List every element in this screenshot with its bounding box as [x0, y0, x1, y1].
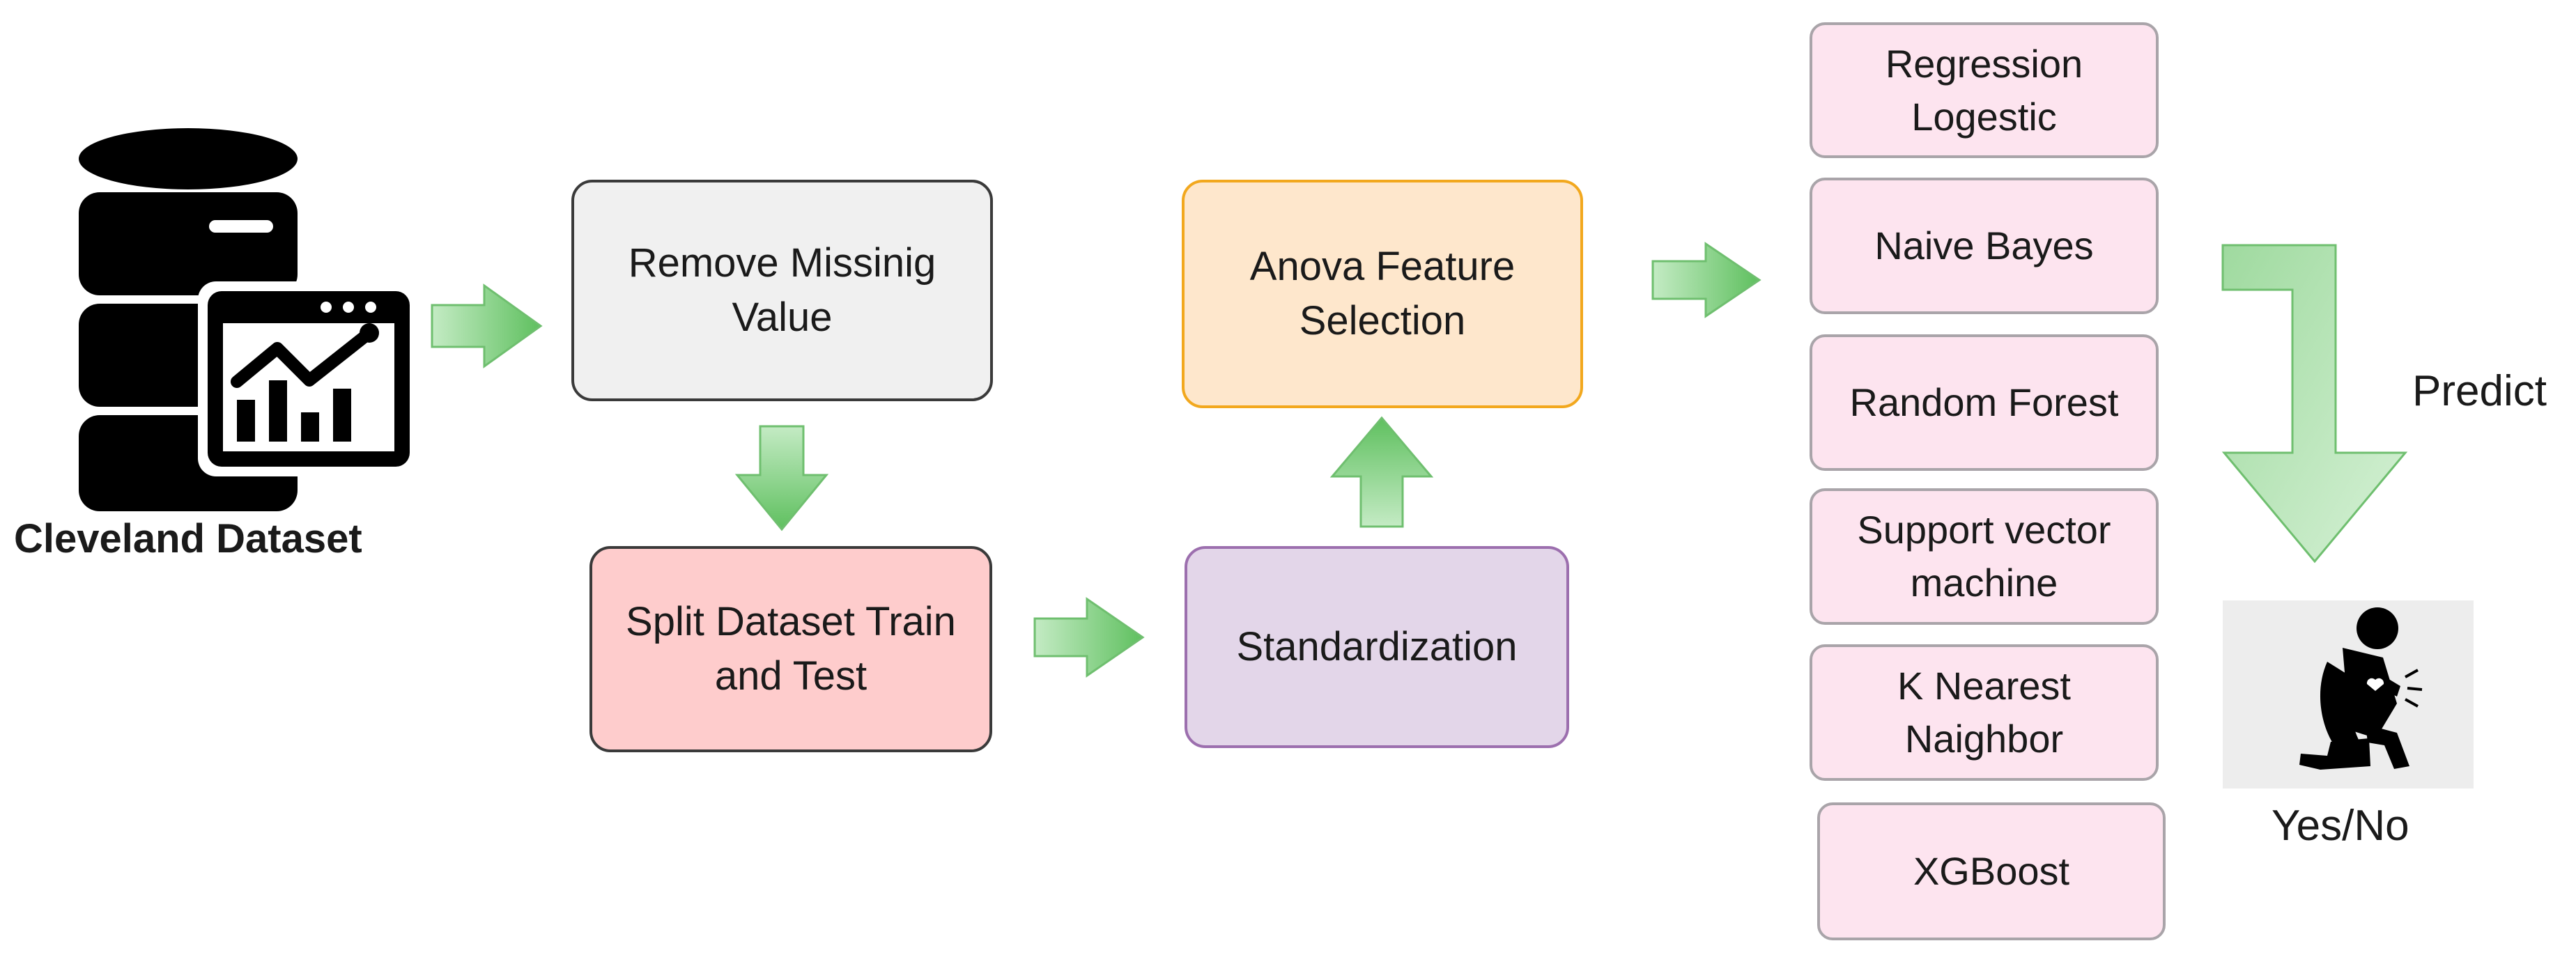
model-naive-bayes-box: Naive Bayes — [1810, 178, 2159, 314]
model-k-nearest-neighbor-box: K Nearest Naighbor — [1810, 644, 2159, 781]
predict-label: Predict — [2412, 367, 2547, 415]
arrow-split-to-standardization — [1033, 597, 1145, 678]
split-dataset-box: Split Dataset Train and Test — [589, 546, 992, 752]
arrow-dataset-to-remove-missing — [431, 283, 543, 368]
remove-missing-value-box: Remove Missinig Value — [571, 180, 993, 401]
arrow-remove-to-split — [734, 425, 829, 531]
model-support-vector-machine-box: Support vector machine — [1810, 488, 2159, 625]
anova-feature-selection-box: Anova Feature Selection — [1182, 180, 1583, 408]
model-random-forest-box: Random Forest — [1810, 334, 2159, 471]
arrow-standardization-to-anova — [1329, 416, 1434, 528]
arrow-predict — [2221, 244, 2408, 563]
result-label: Yes/No — [2272, 802, 2409, 850]
standardization-box: Standardization — [1185, 546, 1569, 748]
model-regression-logistic-box: Regression Logestic — [1810, 22, 2159, 158]
model-xgboost-box: XGBoost — [1817, 802, 2166, 940]
arrow-anova-to-models — [1651, 242, 1761, 318]
dataset-label: Cleveland Dataset — [14, 516, 362, 561]
